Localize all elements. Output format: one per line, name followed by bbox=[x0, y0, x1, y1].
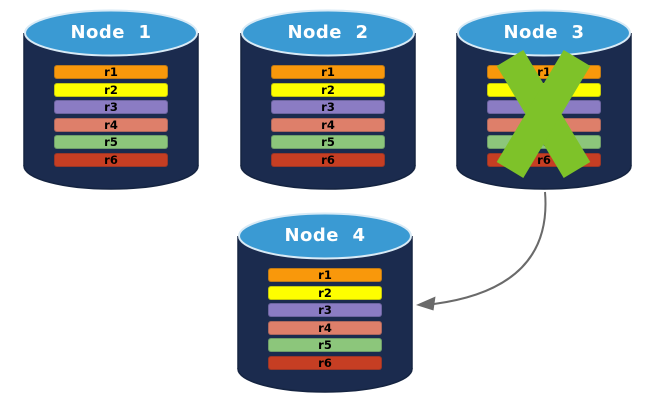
replica-row-r3: r3 bbox=[268, 303, 382, 317]
replica-row-r6: r6 bbox=[487, 152, 601, 167]
replica-row-r2: r2 bbox=[487, 82, 601, 97]
node-2: Node 2 r1 r2 r3 r4 r5 r6 bbox=[240, 9, 416, 191]
replica-row-r1: r1 bbox=[271, 65, 385, 79]
replica-row-r5: r5 bbox=[487, 135, 601, 149]
replica-row-r2: r2 bbox=[54, 82, 168, 97]
replica-row-r4: r4 bbox=[271, 117, 385, 132]
node-3: Node 3 r1 r2 r3 r4 r5 r6 bbox=[456, 9, 632, 191]
replica-row-r6: r6 bbox=[54, 152, 168, 167]
replica-rows: r1 r2 r3 r4 r5 r6 bbox=[54, 65, 168, 170]
replica-row-r4: r4 bbox=[54, 117, 168, 132]
node-title: Node 2 bbox=[287, 22, 369, 43]
replica-row-r1: r1 bbox=[268, 268, 382, 282]
replica-rows: r1 r2 r3 r4 r5 r6 bbox=[271, 65, 385, 170]
replica-row-r2: r2 bbox=[271, 82, 385, 97]
replica-row-r4: r4 bbox=[268, 320, 382, 335]
node-title: Node 4 bbox=[284, 225, 366, 246]
replica-row-r4: r4 bbox=[487, 117, 601, 132]
replica-row-r1: r1 bbox=[54, 65, 168, 79]
replica-row-r6: r6 bbox=[268, 355, 382, 370]
database-cylinder-icon bbox=[23, 9, 199, 190]
replica-row-r3: r3 bbox=[54, 100, 168, 114]
node-1: Node 1 r1 r2 r3 r4 r5 r6 bbox=[23, 9, 199, 191]
replica-rows: r1 r2 r3 r4 r5 r6 bbox=[487, 65, 601, 170]
replica-row-r6: r6 bbox=[271, 152, 385, 167]
node-4: Node 4 r1 r2 r3 r4 r5 r6 bbox=[237, 212, 413, 394]
replica-row-r1: r1 bbox=[487, 65, 601, 79]
node-title: Node 1 bbox=[70, 22, 152, 43]
replica-row-r5: r5 bbox=[271, 135, 385, 149]
replica-row-r3: r3 bbox=[487, 100, 601, 114]
replica-rows: r1 r2 r3 r4 r5 r6 bbox=[268, 268, 382, 373]
node-title: Node 3 bbox=[503, 22, 585, 43]
replica-row-r5: r5 bbox=[268, 338, 382, 352]
replica-row-r5: r5 bbox=[54, 135, 168, 149]
replica-row-r3: r3 bbox=[271, 100, 385, 114]
replica-row-r2: r2 bbox=[268, 285, 382, 300]
